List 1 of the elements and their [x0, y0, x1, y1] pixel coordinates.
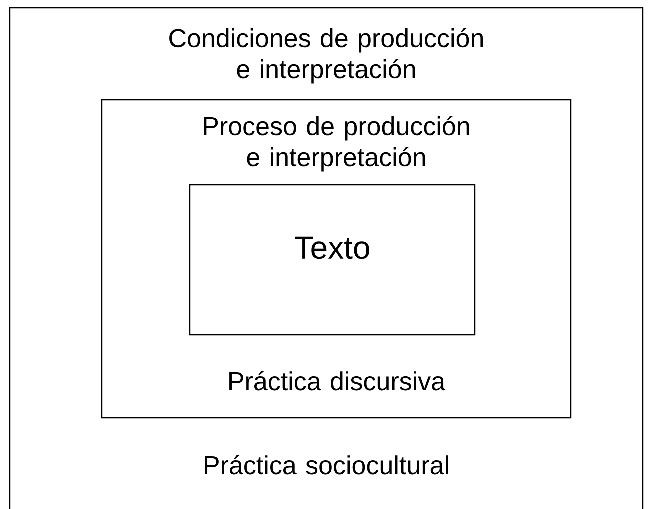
text-box: Texto [189, 184, 476, 336]
